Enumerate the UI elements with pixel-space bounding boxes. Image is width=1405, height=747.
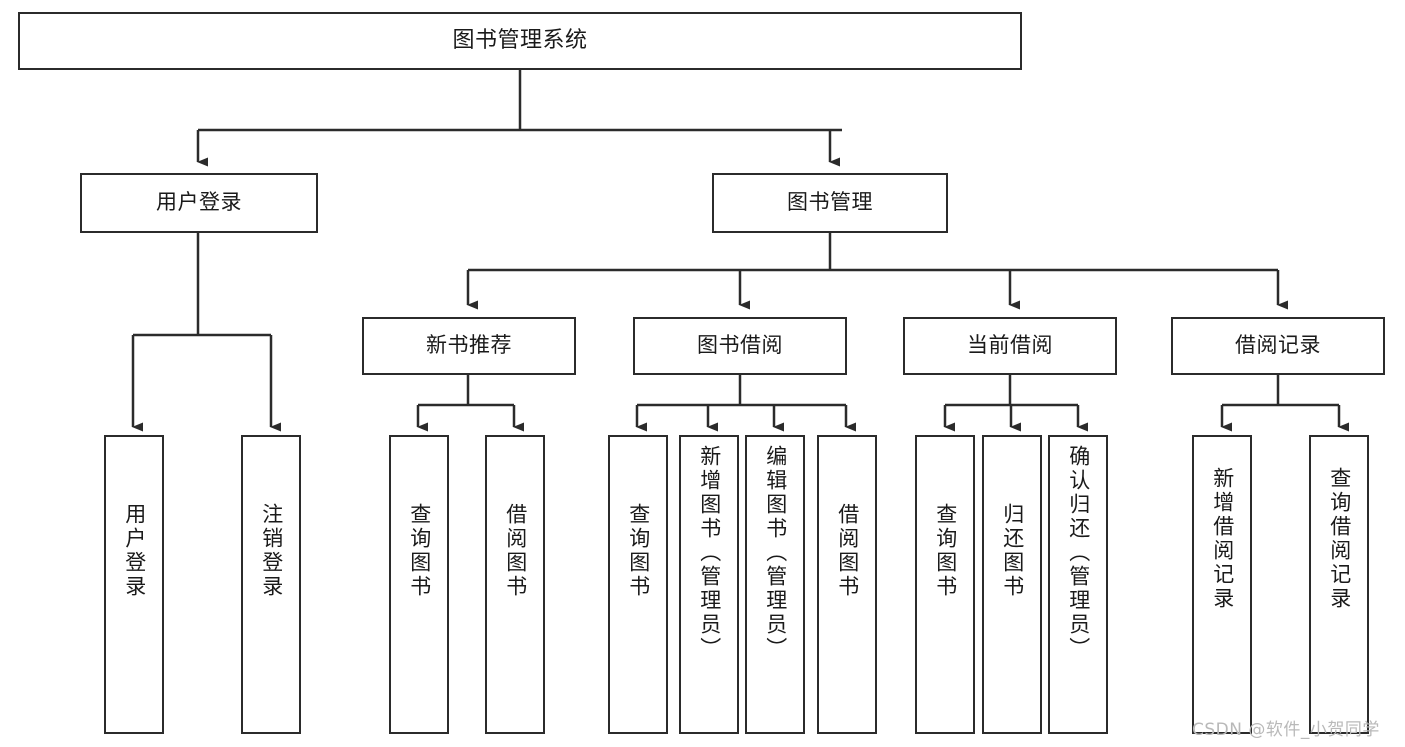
edge-group-root bbox=[196, 70, 842, 167]
leaf-query-record[interactable]: 查询借阅记录 bbox=[1309, 435, 1369, 734]
node-book-management[interactable]: 图书管理 bbox=[712, 173, 948, 233]
leaf-label: 确认归还（管理员） bbox=[1066, 445, 1091, 661]
leaf-label: 查询图书 bbox=[933, 503, 958, 599]
edge-group-user-login bbox=[131, 233, 281, 432]
edge-group-book-borrow bbox=[635, 375, 856, 432]
leaf-label: 查询图书 bbox=[626, 503, 651, 599]
leaf-label: 查询借阅记录 bbox=[1327, 467, 1352, 611]
node-new-book-recommend[interactable]: 新书推荐 bbox=[362, 317, 576, 375]
leaf-return-book[interactable]: 归还图书 bbox=[982, 435, 1042, 734]
leaf-query-book-3[interactable]: 查询图书 bbox=[915, 435, 975, 734]
leaf-borrow-book-2[interactable]: 借阅图书 bbox=[817, 435, 877, 734]
leaf-confirm-return[interactable]: 确认归还（管理员） bbox=[1048, 435, 1108, 734]
node-current-borrow[interactable]: 当前借阅 bbox=[903, 317, 1117, 375]
leaf-user-login[interactable]: 用户登录 bbox=[104, 435, 164, 734]
leaf-add-record[interactable]: 新增借阅记录 bbox=[1192, 435, 1252, 734]
edge-group-current-borrow bbox=[943, 375, 1088, 432]
leaf-label: 借阅图书 bbox=[503, 503, 528, 599]
leaf-add-book[interactable]: 新增图书（管理员） bbox=[679, 435, 739, 734]
leaf-label: 借阅图书 bbox=[835, 503, 860, 599]
leaf-label: 新增借阅记录 bbox=[1210, 467, 1235, 611]
node-book-borrow[interactable]: 图书借阅 bbox=[633, 317, 847, 375]
edge-group-new-book-recommend bbox=[416, 375, 524, 432]
leaf-label: 编辑图书（管理员） bbox=[763, 445, 788, 661]
leaf-label: 用户登录 bbox=[122, 503, 147, 599]
edge-group-book-management bbox=[466, 233, 1288, 310]
leaf-logout-login[interactable]: 注销登录 bbox=[241, 435, 301, 734]
leaf-query-book-2[interactable]: 查询图书 bbox=[608, 435, 668, 734]
edge-group-borrow-record bbox=[1220, 375, 1349, 432]
leaf-label: 注销登录 bbox=[259, 503, 284, 599]
leaf-borrow-book-1[interactable]: 借阅图书 bbox=[485, 435, 545, 734]
leaf-label: 新增图书（管理员） bbox=[697, 445, 722, 661]
node-root[interactable]: 图书管理系统 bbox=[18, 12, 1022, 70]
leaf-query-book-1[interactable]: 查询图书 bbox=[389, 435, 449, 734]
leaf-label: 查询图书 bbox=[407, 503, 432, 599]
node-user-login[interactable]: 用户登录 bbox=[80, 173, 318, 233]
csdn-watermark: CSDN @软件_小贺同学 bbox=[1192, 720, 1380, 740]
leaf-edit-book[interactable]: 编辑图书（管理员） bbox=[745, 435, 805, 734]
leaf-label: 归还图书 bbox=[1000, 503, 1025, 599]
node-borrow-record[interactable]: 借阅记录 bbox=[1171, 317, 1385, 375]
